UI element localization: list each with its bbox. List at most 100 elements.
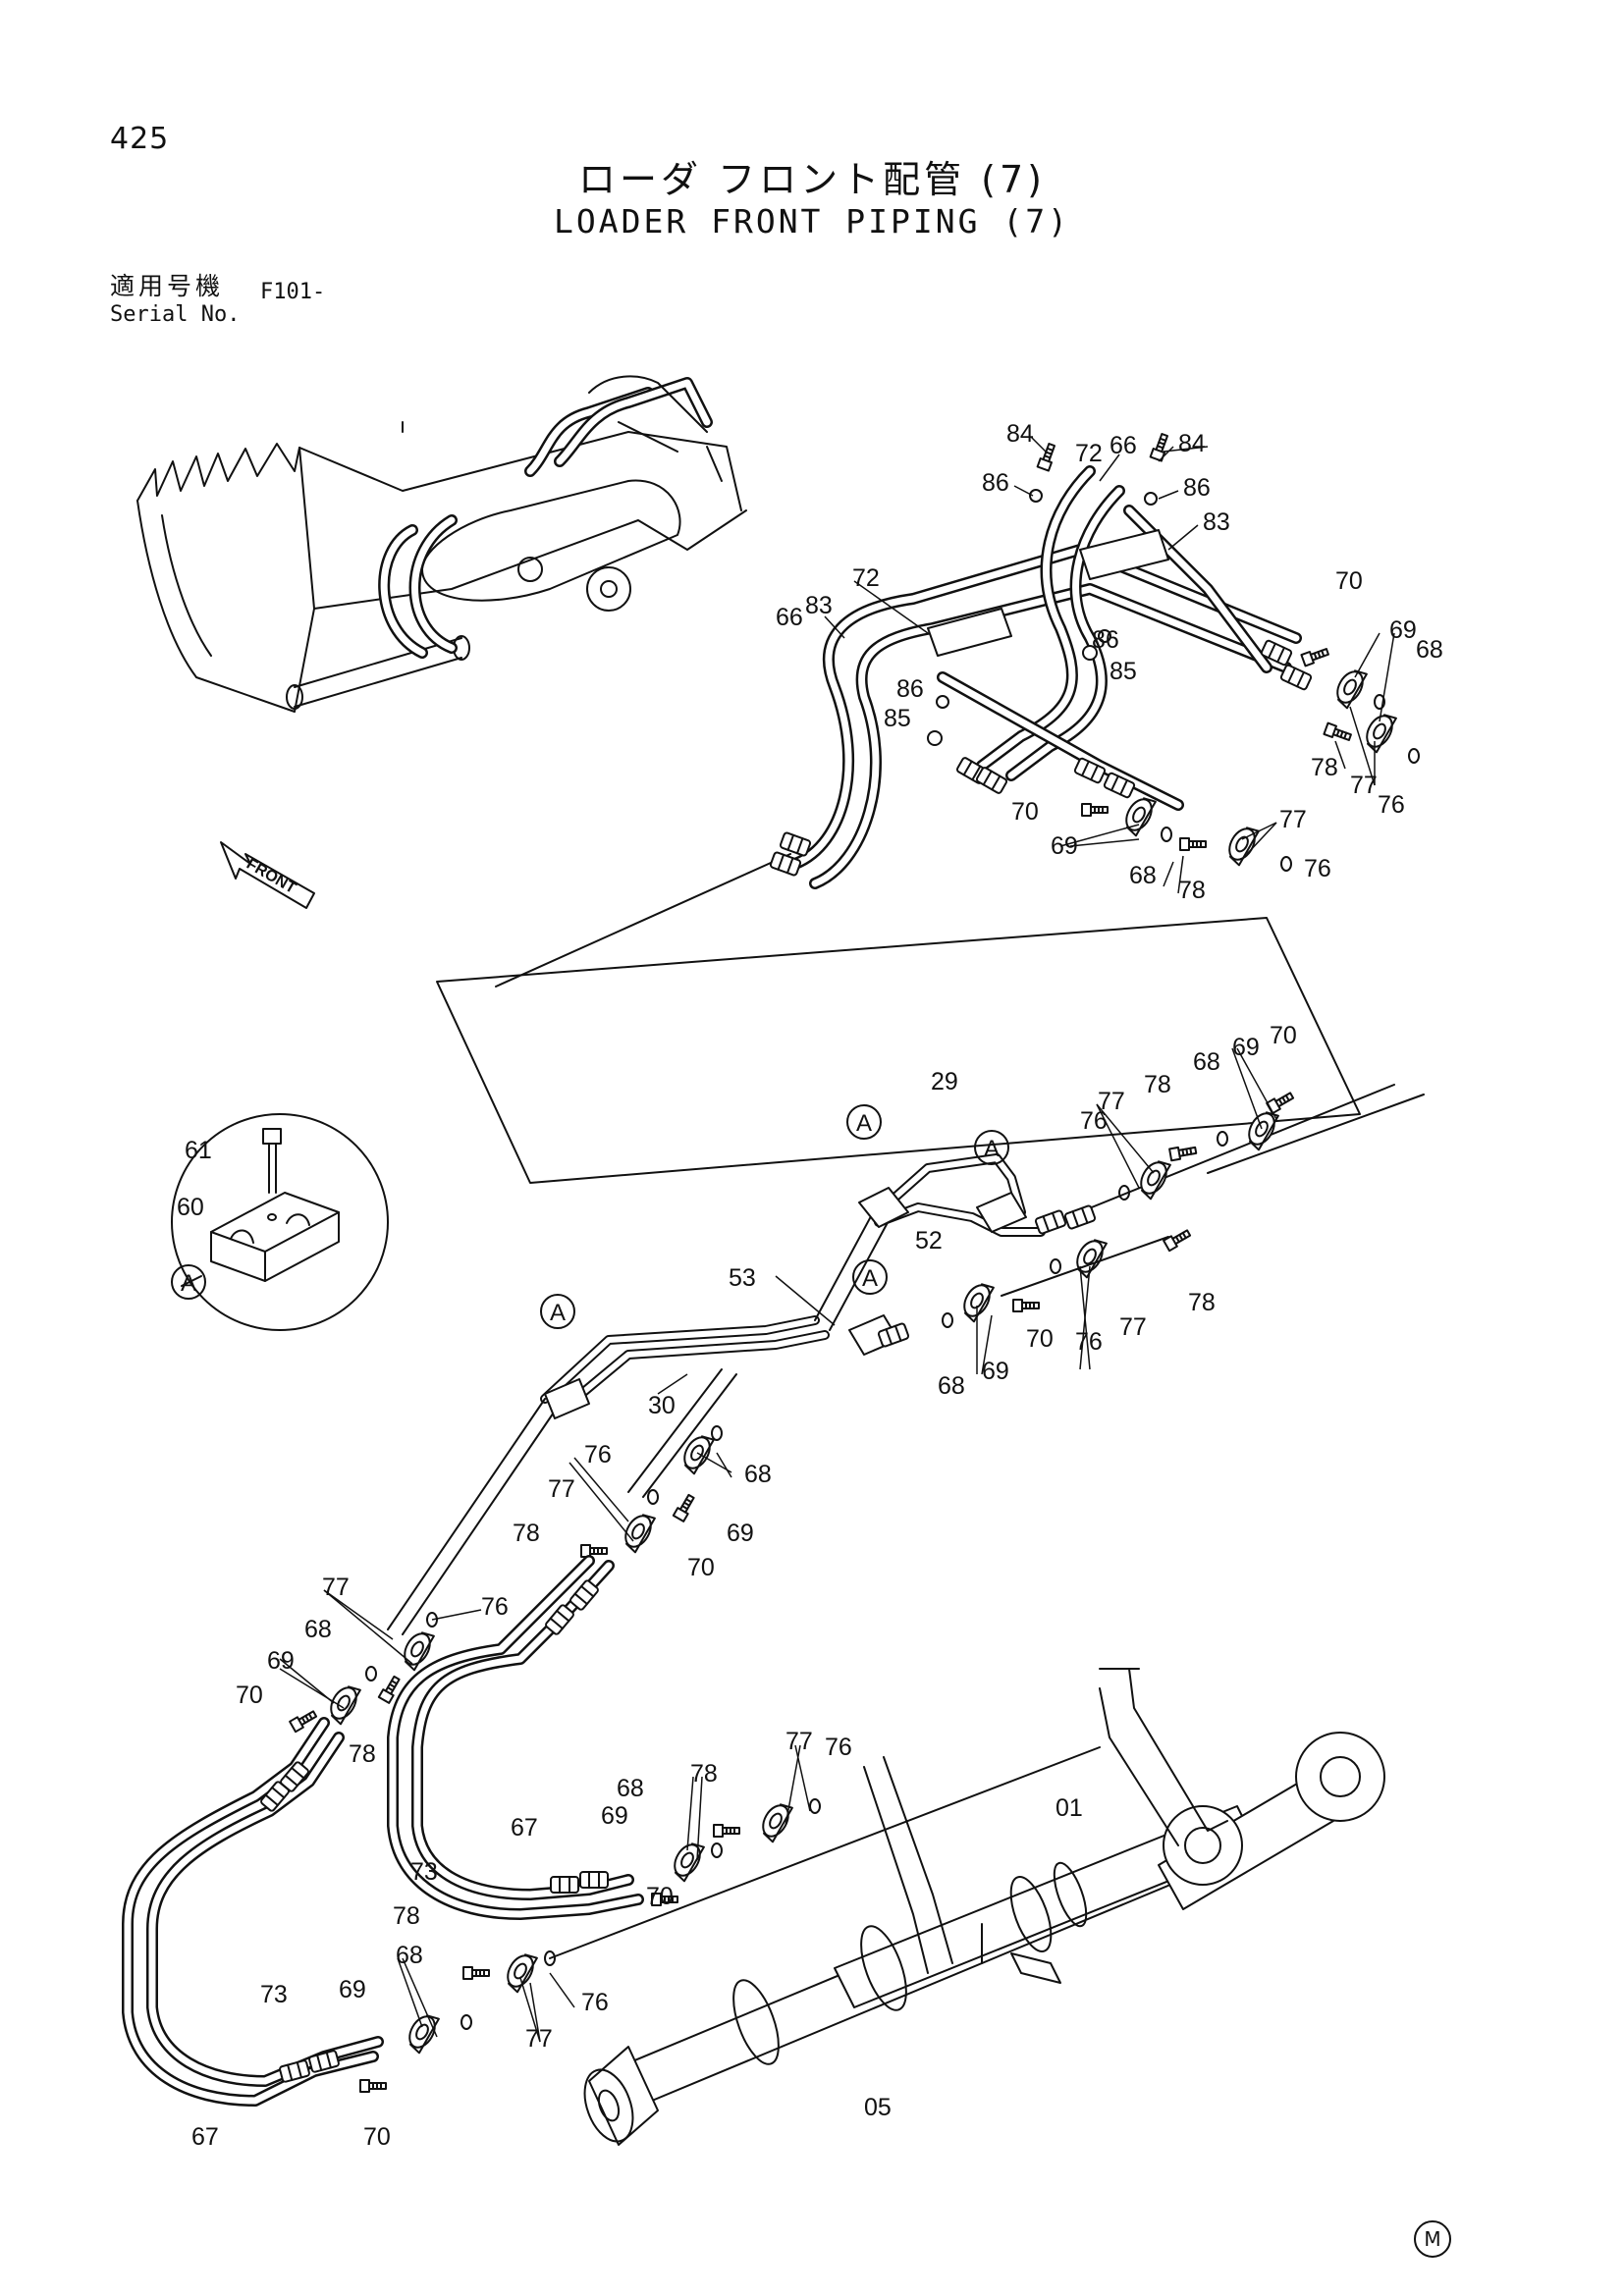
bolt-78-ml xyxy=(580,1544,608,1558)
bolt-70-lr-2 xyxy=(1012,1299,1040,1312)
port-clamp xyxy=(1010,1952,1061,1984)
callout-leader-line xyxy=(1013,485,1034,497)
oring-68-bh-2 xyxy=(460,2014,472,2030)
callout-label: 70 xyxy=(687,1554,715,1581)
pipe-30-upper-inner xyxy=(567,1332,828,1407)
arm-tail-line xyxy=(706,446,723,482)
callout-label: 67 xyxy=(191,2123,219,2151)
callout-leader-line xyxy=(549,1972,575,2008)
pipe-box-line-b xyxy=(1099,1687,1179,1846)
bolt-70-right xyxy=(1300,648,1329,667)
bolt-78-bh-2 xyxy=(462,1966,490,1980)
callout-leader-line xyxy=(686,1776,694,1851)
pivot-pin-outline xyxy=(600,580,618,598)
bolt-78-lr-1 xyxy=(1168,1146,1198,1162)
callout-label: 76 xyxy=(1304,855,1331,882)
hose-pipe-lower-inner xyxy=(939,673,1182,809)
clamp-block-60-groove-1 xyxy=(230,1229,254,1244)
callout-leader-line xyxy=(323,1589,413,1665)
callout-label: 52 xyxy=(915,1227,943,1255)
detail-a-marker-circle xyxy=(540,1294,575,1329)
callout-leader-line xyxy=(1246,822,1277,855)
hose-66-right-inner xyxy=(978,467,1094,770)
callout-leader-line xyxy=(1163,446,1209,453)
bolt-70-bh-1 xyxy=(651,1893,678,1906)
registered-mark: M xyxy=(1414,2220,1451,2258)
flange-69-l1 xyxy=(330,1685,361,1726)
fitting-left-bottom xyxy=(769,851,802,877)
pivot-boss-outline xyxy=(586,566,631,612)
nut-85-low xyxy=(927,730,943,746)
upper-section-border xyxy=(436,917,1361,1184)
hose-66-left-inner xyxy=(791,546,1300,868)
oring-76-right xyxy=(1408,748,1420,764)
clamp-block-60-edges xyxy=(210,1211,340,1282)
bolt-78-l1 xyxy=(377,1675,401,1704)
callout-leader-line xyxy=(323,1589,394,1640)
callout-label: 77 xyxy=(1350,772,1378,799)
callout-label: 78 xyxy=(349,1740,376,1768)
callout-leader-line xyxy=(853,580,929,634)
hose-73-upper-inner xyxy=(389,1557,642,1918)
detail-a-marker: A xyxy=(984,1136,1000,1162)
callout-label: 86 xyxy=(982,469,1009,497)
serial-number-value: F101- xyxy=(260,280,326,304)
cylinder-05-base-hole xyxy=(597,2089,621,2122)
callout-leader-line xyxy=(696,1776,703,1861)
pipe-run-mid-1 xyxy=(627,1368,723,1493)
callout-leader-line xyxy=(785,1744,801,1827)
callout-label: 78 xyxy=(1144,1071,1171,1098)
washer-86-right xyxy=(1144,492,1158,506)
callout-label: 69 xyxy=(982,1358,1009,1385)
callout-label: 68 xyxy=(1129,862,1157,889)
fitting-mid-2 xyxy=(975,767,1008,794)
callout-label: 70 xyxy=(646,1883,674,1910)
cylinder-01-collar xyxy=(1009,1876,1053,1952)
clamp-block-60 xyxy=(210,1192,340,1282)
cylinder-01-collar-2 xyxy=(1053,1861,1088,1928)
bolt-78-center xyxy=(1179,837,1207,851)
clamp-block-60-groove-2 xyxy=(286,1213,310,1226)
clamp-block-a-1 xyxy=(858,1187,909,1228)
detail-a-leader xyxy=(181,1275,202,1287)
pipe-run-left-1 xyxy=(387,1398,546,1630)
callout-label: 69 xyxy=(339,1976,366,2003)
fitting-29-end xyxy=(1034,1209,1067,1235)
bolt-70-ml xyxy=(672,1493,695,1522)
washer-86-low xyxy=(936,695,949,709)
cylinder-01-eye-hole xyxy=(1320,1756,1361,1797)
serial-label-japanese: 適用号機 xyxy=(110,272,225,300)
callout-leader-line xyxy=(1069,838,1140,847)
cylinder-05-collar-1 xyxy=(732,1979,780,2065)
callout-label: 73 xyxy=(260,1981,288,2008)
arm-upper-outline xyxy=(298,431,742,511)
bh-assembly-line xyxy=(549,1746,1101,1959)
fitting-67-mid-1 xyxy=(550,1876,579,1894)
hose-67-upper-inner xyxy=(413,1562,632,1898)
nut-85-mid xyxy=(1082,645,1098,661)
callout-leader-line xyxy=(1354,632,1380,678)
oring-68-bh-1 xyxy=(711,1842,723,1858)
callout-label: 76 xyxy=(481,1593,509,1621)
callout-label: 78 xyxy=(690,1760,718,1788)
callout-leader-line xyxy=(775,1275,836,1326)
callout-leader-line xyxy=(981,1314,993,1375)
callout-label: 69 xyxy=(1232,1034,1260,1061)
callout-label: 05 xyxy=(864,2094,892,2121)
callout-label: 68 xyxy=(304,1616,332,1643)
bolt-70-center xyxy=(1081,803,1109,817)
callout-leader-line xyxy=(573,1457,629,1522)
bracket-83-right xyxy=(1079,529,1169,580)
detail-a-circle xyxy=(171,1113,389,1331)
lower-cylinder-outline xyxy=(294,637,462,708)
callout-label: 61 xyxy=(185,1137,212,1164)
callout-label: 86 xyxy=(1183,474,1211,502)
fitting-right-1 xyxy=(1260,639,1293,667)
fitting-53-end xyxy=(877,1322,910,1348)
fitting-low-1 xyxy=(1073,757,1107,784)
callout-label: 67 xyxy=(511,1814,538,1842)
leader-guide-1 xyxy=(495,853,791,988)
detail-a-marker: A xyxy=(181,1270,196,1297)
pipe-sketch-top xyxy=(588,375,708,433)
callout-leader-line xyxy=(1241,822,1277,840)
